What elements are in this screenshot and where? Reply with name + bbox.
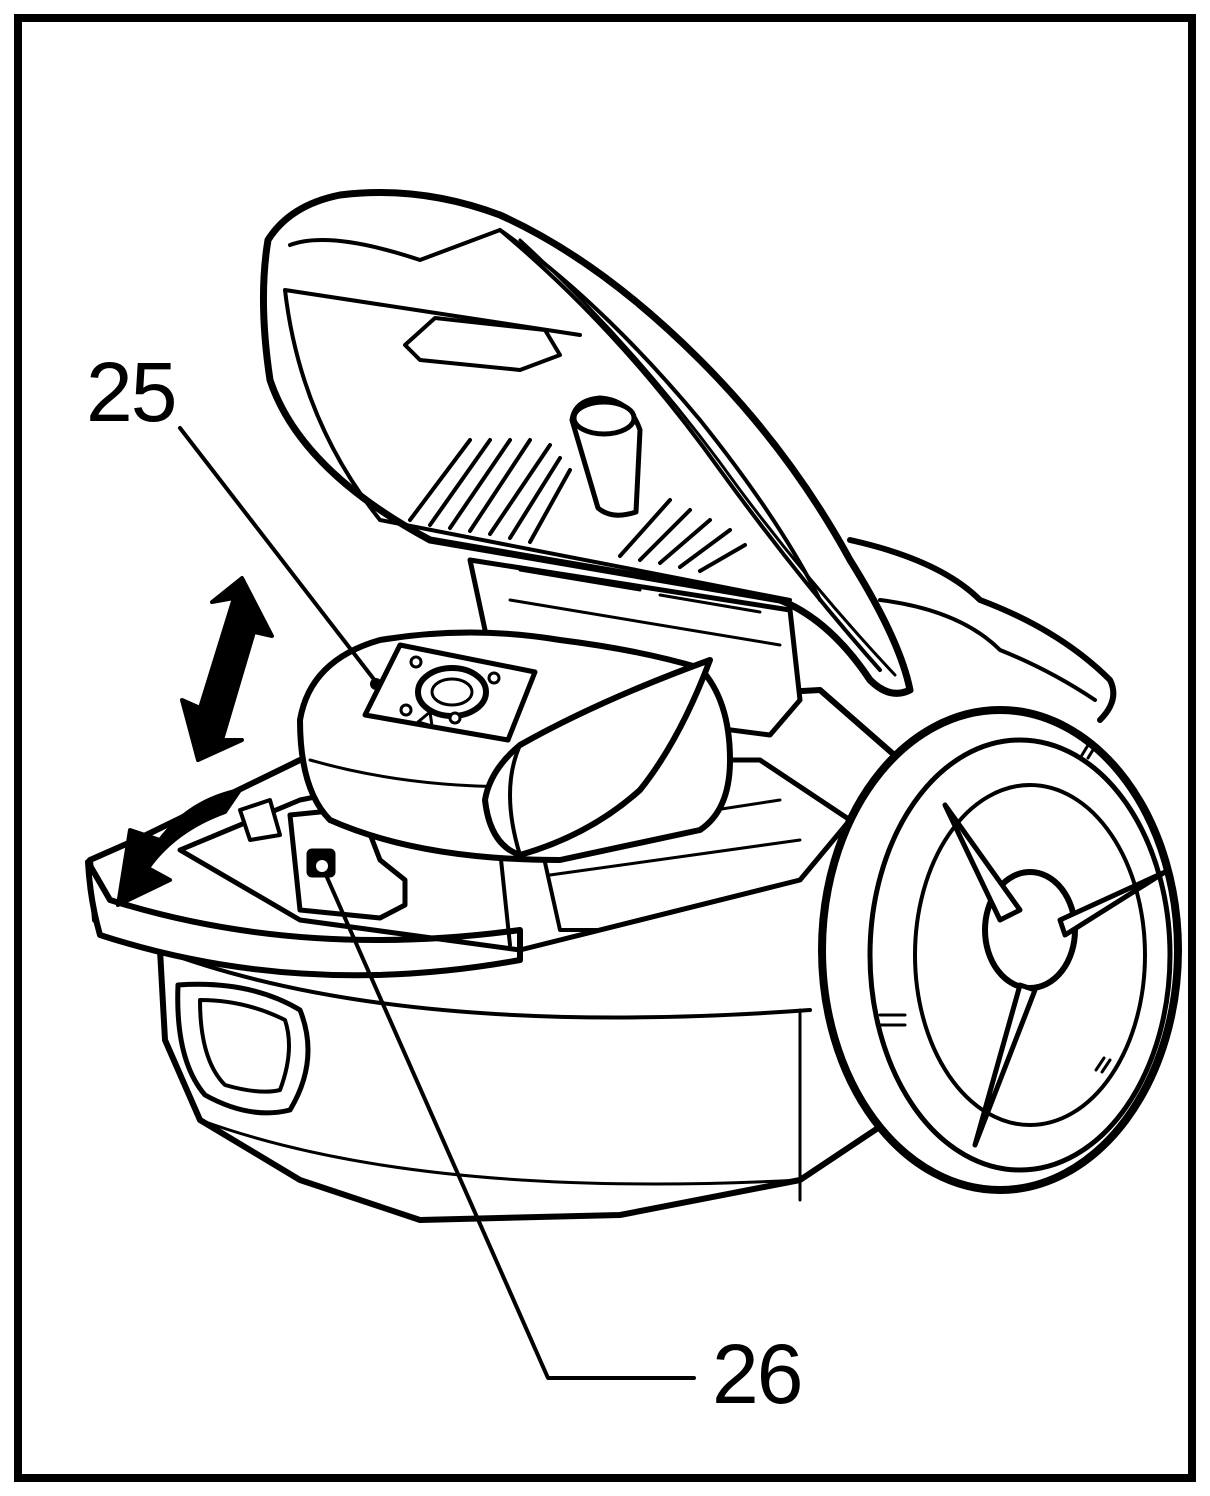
lid-hinge-edge-2: [518, 238, 897, 677]
rear-housing-inner: [878, 598, 1097, 702]
leader-line-25: [178, 426, 378, 684]
cord-opening-inner: [198, 998, 291, 1094]
wheel-markings: [878, 740, 1112, 1074]
figure-frame: [14, 14, 1196, 1482]
curved-arrow-icon: [116, 788, 242, 907]
compartment-divider-2: [538, 838, 602, 932]
lid-grille-bars: [408, 438, 747, 573]
leader-dot-25: [370, 678, 382, 690]
callout-26: 26: [712, 1327, 803, 1421]
bag-collar-markers: [399, 655, 501, 728]
bag-collar-hole-inner: [430, 677, 474, 707]
leader-dot-26: [316, 860, 328, 872]
callout-25: 25: [86, 345, 177, 439]
bag-nozzle-rim: [508, 743, 522, 857]
lid-hinge-edge: [498, 228, 882, 672]
wheel-rim: [867, 737, 1173, 1173]
lid-vent-shape: [403, 316, 562, 372]
compartment-divider-1: [498, 848, 512, 947]
lid-rim-inner: [288, 228, 822, 602]
filter-holder-side: [238, 798, 282, 842]
lid-peg-top: [571, 399, 637, 437]
body-seam: [158, 948, 812, 1020]
wheel-inner-ring: [913, 783, 1147, 1127]
bag-collar-hole: [415, 665, 489, 719]
compartment-rib-2: [548, 838, 802, 877]
wheel-spokes: [942, 802, 1168, 1148]
rear-housing: [847, 537, 1117, 723]
rear-filter-slots: [508, 568, 782, 647]
leader-line-26: [320, 864, 696, 1380]
up-down-arrow-icon: [180, 576, 274, 762]
front-bumper: [85, 859, 523, 979]
